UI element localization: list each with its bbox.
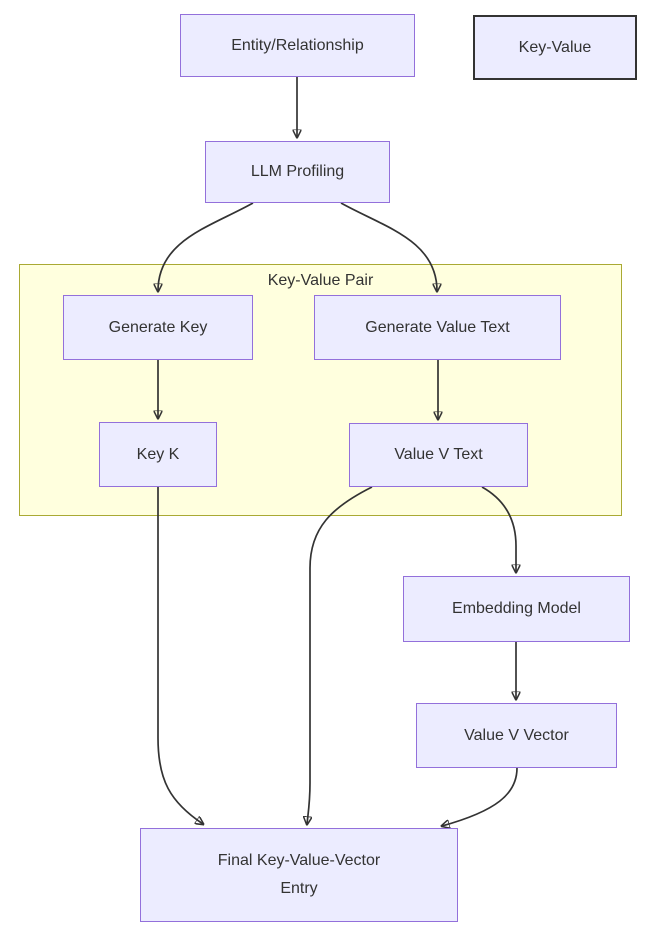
- node-entity-relationship: Entity/Relationship: [180, 14, 415, 77]
- node-value-v-vector: Value V Vector: [416, 703, 617, 768]
- edge-llm-profiling-to-generate-key: [158, 202, 254, 291]
- node-embedding-model: Embedding Model: [403, 576, 630, 642]
- edge-value-v-vector-to-final-entry: [442, 767, 518, 826]
- node-generate-value-text: Generate Value Text: [314, 295, 561, 360]
- edge-key-k-to-final-entry: [157, 487, 203, 824]
- node-generate-key: Generate Key: [63, 295, 253, 360]
- cluster-label-key-value-pair: Key-Value Pair: [267, 272, 374, 289]
- node-value-v-text: Value V Text: [349, 423, 528, 487]
- node-final-key-value-vector-entry: Final Key-Value-Vector Entry: [140, 828, 458, 922]
- node-key-k: Key K: [99, 422, 217, 487]
- node-key-value-legend: Key-Value: [473, 15, 637, 80]
- edge-value-v-text-to-final-entry: [307, 486, 373, 824]
- edge-value-v-text-to-embedding-model: [481, 486, 516, 572]
- node-llm-profiling: LLM Profiling: [205, 141, 390, 203]
- edge-llm-profiling-to-generate-value-text: [340, 202, 437, 291]
